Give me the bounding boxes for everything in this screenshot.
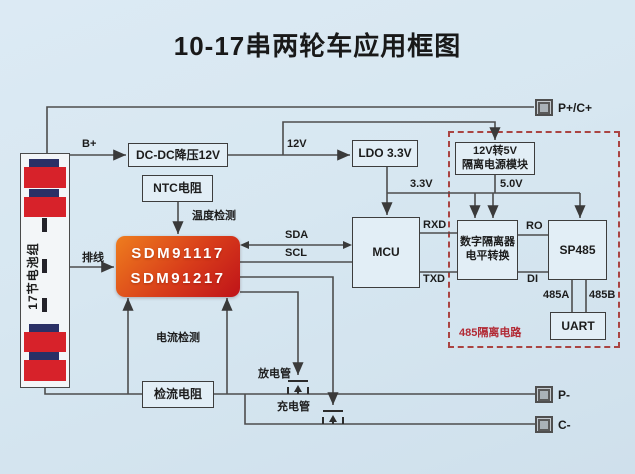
block-ntc-resistor: NTC电阻 [142, 175, 213, 202]
label-p-minus: P- [558, 388, 570, 402]
label-temp-detect: 温度检测 [192, 210, 236, 222]
label-3v3: 3.3V [410, 178, 433, 190]
digital-isolator-line2: 电平转换 [465, 250, 510, 262]
battery-cell [24, 167, 66, 188]
battery-cell-cap [29, 324, 59, 332]
battery-continuation-dash [42, 218, 47, 232]
battery-cell-cap [29, 352, 59, 360]
label-current-detect: 电流检测 [156, 332, 200, 344]
terminal-pad [538, 418, 550, 431]
label-b-plus: B+ [82, 138, 97, 150]
block-sense-resistor-label: 检流电阻 [153, 387, 202, 401]
block-ldo: LDO 3.3V [352, 140, 418, 167]
label-5v0: 5.0V [500, 178, 523, 190]
label-charge-fet: 充电管 [277, 401, 310, 413]
battery-pack: 17节电池组 [20, 153, 70, 388]
block-sp485: SP485 [548, 220, 607, 280]
terminal-pad [538, 388, 550, 401]
battery-cell [24, 360, 66, 381]
battery-cell [24, 197, 66, 217]
block-uart-label: UART [561, 318, 595, 333]
block-uart: UART [550, 312, 606, 340]
battery-continuation-dash [42, 298, 47, 312]
block-sense-resistor: 检流电阻 [142, 381, 214, 408]
label-txd: TXD [423, 273, 445, 285]
label-ro: RO [526, 220, 543, 232]
block-ldo-label: LDO 3.3V [358, 146, 412, 160]
label-sda: SDA [285, 229, 309, 241]
label-iso-section: 485隔离电路 [459, 327, 522, 339]
label-di: DI [527, 273, 538, 285]
terminal-p-plus-c-plus [535, 99, 553, 116]
label-12v: 12V [287, 138, 307, 150]
label-rxd: RXD [423, 219, 447, 231]
battery-cell-cap [29, 159, 59, 167]
battery-continuation-dash [42, 259, 47, 273]
iso-power-line2: 隔离电源模块 [462, 158, 528, 171]
terminal-c-minus [535, 416, 553, 433]
block-sdm-chip: SDM91117 SDM91217 [116, 236, 240, 297]
terminal-pad [538, 101, 550, 114]
block-digital-isolator: 数字隔离器 电平转换 [457, 220, 518, 280]
chip-model-1: SDM91117 [131, 244, 225, 262]
block-sp485-label: SP485 [559, 242, 596, 257]
block-dcdc-label: DC-DC降压12V [135, 147, 220, 162]
label-485b: 485B [589, 289, 616, 301]
block-mcu-label: MCU [372, 245, 400, 259]
page-title: 10-17串两轮车应用框图 [173, 31, 462, 61]
terminal-p-minus [535, 386, 553, 403]
label-discharge-fet: 放电管 [258, 368, 291, 380]
label-485a: 485A [543, 289, 570, 301]
chip-model-2: SDM91217 [130, 269, 226, 287]
iso-power-line1: 12V转5V [472, 144, 518, 157]
battery-cell [24, 332, 66, 352]
battery-pack-label: 17节电池组 [25, 242, 40, 310]
digital-isolator-line1: 数字隔离器 [460, 236, 515, 249]
iso-section-border [448, 131, 620, 348]
block-ntc-label: NTC电阻 [153, 181, 202, 195]
label-scl: SCL [285, 247, 307, 259]
label-c-minus: C- [558, 418, 571, 432]
block-iso-power-module: 12V转5V 隔离电源模块 [455, 142, 535, 175]
battery-cell-cap [29, 189, 59, 197]
block-dcdc: DC-DC降压12V [128, 143, 228, 167]
label-ribbon: 排线 [82, 252, 104, 264]
label-p-plus-c-plus: P+/C+ [558, 101, 593, 115]
block-mcu: MCU [352, 217, 420, 288]
